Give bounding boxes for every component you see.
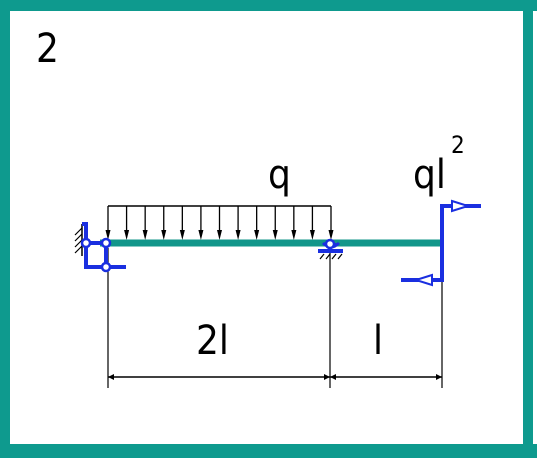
moment-arrow-bottom [412, 273, 433, 287]
load-arrow [179, 206, 185, 240]
span-label-right: l [373, 318, 383, 364]
support-pin [80, 237, 92, 249]
applied-moment [401, 199, 481, 287]
load-arrow [309, 206, 315, 240]
frame-bottom [0, 444, 537, 458]
load-arrow [198, 206, 204, 240]
load-label: q [268, 152, 291, 198]
support-pin [100, 261, 112, 273]
fixed-support [74, 222, 126, 273]
load-arrow [142, 206, 148, 240]
load-arrow [105, 206, 111, 240]
moment-lever-bottom [401, 243, 444, 282]
load-arrow [235, 206, 241, 240]
load-arrow [124, 206, 130, 240]
frame-right [523, 0, 533, 458]
roller-support [318, 238, 343, 260]
moment-lever-top [440, 204, 481, 243]
support-pin [100, 237, 112, 249]
frame-left [0, 0, 10, 458]
load-arrow [272, 206, 278, 240]
roller-pin [324, 238, 336, 250]
problem-number: 2 [36, 26, 59, 72]
load-arrow [291, 206, 297, 240]
moment-label: ql [413, 152, 446, 198]
load-arrows [105, 206, 334, 240]
roller-hatching [319, 253, 343, 260]
load-arrow [217, 206, 222, 240]
load-arrow [161, 206, 167, 240]
span-label-left: 2l [196, 318, 229, 364]
load-arrow [254, 206, 260, 240]
distributed-load [105, 205, 334, 240]
moment-exponent: 2 [451, 131, 465, 159]
moment-arrow-top [451, 199, 472, 213]
dimension-extension-lines [107, 248, 443, 388]
support-hatching [74, 227, 83, 254]
load-arrow [328, 206, 334, 240]
frame-top [0, 0, 537, 11]
